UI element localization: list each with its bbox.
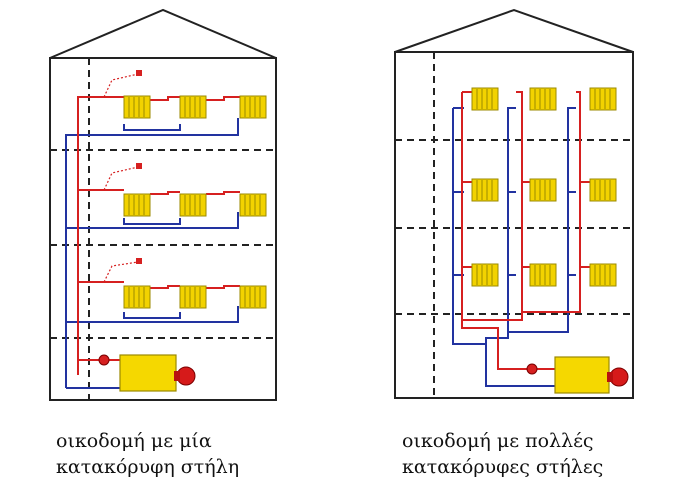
expansion-vessels-left (103, 70, 142, 283)
radiator-icon (239, 285, 267, 309)
radiator-icon (471, 87, 499, 111)
building-multi-riser (394, 8, 634, 399)
boiler-icon (119, 354, 177, 392)
radiator-icon (179, 285, 207, 309)
supply-pipes-right (461, 91, 590, 370)
expansion-vessel-icon (103, 70, 142, 98)
radiator-icon (471, 178, 499, 202)
floor-dividers-right (395, 52, 633, 398)
radiator-icon (239, 193, 267, 217)
radiators-left (123, 95, 267, 309)
radiator-icon (589, 178, 617, 202)
radiator-icon (123, 285, 151, 309)
radiator-icon (529, 87, 557, 111)
building-outline-left (49, 57, 277, 401)
radiator-icon (179, 193, 207, 217)
radiator-icon (123, 95, 151, 119)
caption-single-riser: οικοδομή με μία κατακόρυφη στήλη (56, 428, 239, 480)
caption-multi-riser: οικοδομή με πολλές κατακόρυφες στήλες (402, 428, 603, 480)
roof-right (394, 8, 634, 53)
expansion-vessel-icon (103, 163, 142, 191)
radiators-right (471, 87, 617, 287)
heating-systems-diagram (49, 8, 634, 401)
radiator-icon (471, 263, 499, 287)
radiator-icon (179, 95, 207, 119)
radiator-icon (529, 263, 557, 287)
expansion-vessel-icon (103, 258, 142, 283)
return-pipes-right (452, 107, 576, 387)
caption-line: οικοδομή με πολλές (402, 430, 594, 452)
return-pipes-left (65, 118, 239, 389)
building-outline-right (394, 51, 634, 399)
radiator-icon (589, 263, 617, 287)
roof-left (49, 8, 277, 59)
radiator-icon (239, 95, 267, 119)
radiator-icon (589, 87, 617, 111)
caption-line: κατακόρυφη στήλη (56, 456, 240, 478)
burner-icon (607, 367, 629, 387)
burner-icon (174, 366, 196, 386)
radiator-icon (529, 178, 557, 202)
boiler-icon (554, 356, 610, 394)
radiator-icon (123, 193, 151, 217)
circulation-pump-icon (98, 354, 110, 366)
circulation-pump-icon (526, 363, 538, 375)
caption-line: οικοδομή με μία (56, 430, 212, 452)
building-single-riser (49, 8, 277, 401)
supply-pipes-left (77, 96, 240, 375)
caption-line: κατακόρυφες στήλες (402, 456, 604, 478)
